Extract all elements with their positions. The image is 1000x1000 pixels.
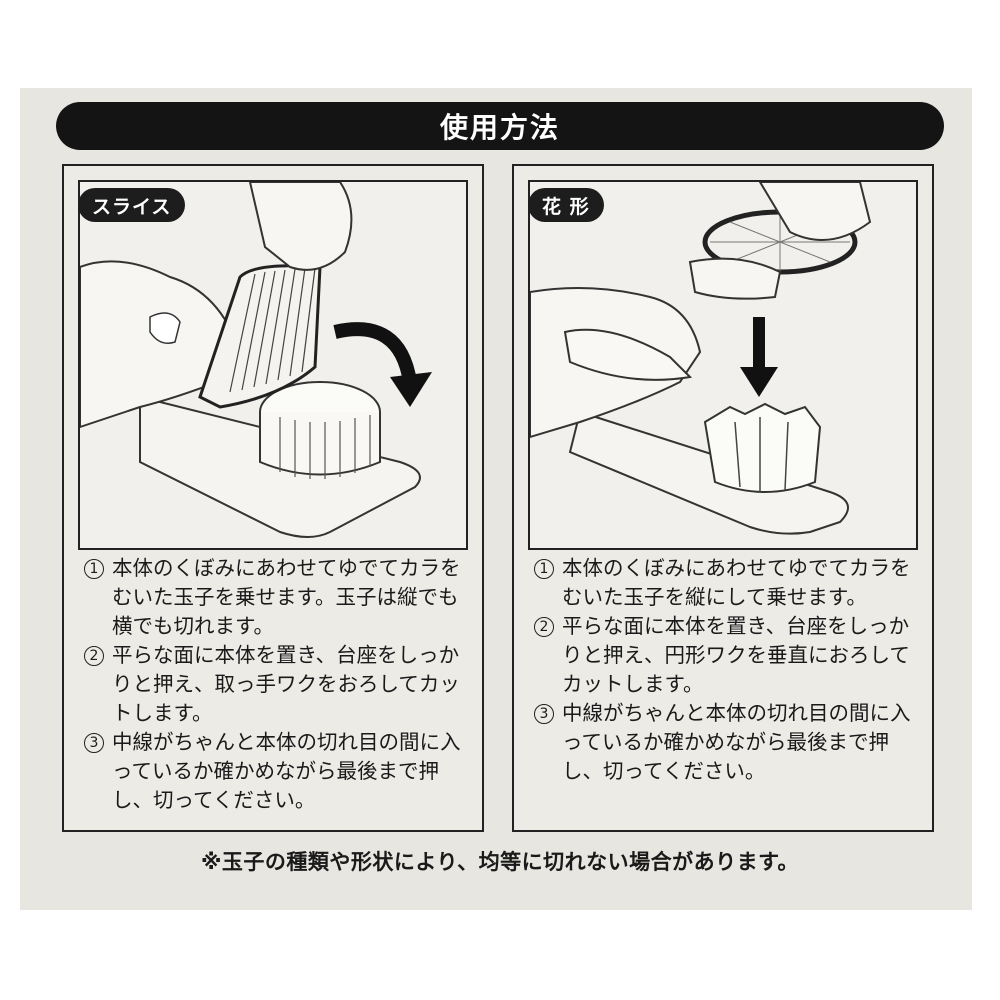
step-3: 3 中線がちゃんと本体の切れ目の間に入っているか確かめながら最後まで押し、切って… (78, 728, 474, 815)
step-text: 中線がちゃんと本体の切れ目の間に入っているか確かめながら最後まで押し、切ってくだ… (112, 730, 461, 812)
tag-slice: スライス (78, 188, 186, 222)
step-number: 2 (528, 616, 560, 638)
slice-illustration (78, 180, 468, 550)
tag-flower: 花 形 (528, 188, 604, 222)
panel-slice: スライス 1 本体のくぼみにあわせてゆでてカラをむいた玉子を乗せます。玉子は縦で… (62, 164, 484, 832)
flower-illustration (528, 180, 918, 550)
footer-note: ※玉子の種類や形状により、均等に切れない場合があります。 (200, 850, 800, 874)
step-text: 平らな面に本体を置き、台座をしっかりと押え、円形ワクを垂直におろしてカットします… (562, 614, 910, 696)
step-number: 1 (78, 558, 110, 580)
step-text: 本体のくぼみにあわせてゆでてカラをむいた玉子を縦にして乗せます。 (562, 556, 911, 609)
step-1: 1 本体のくぼみにあわせてゆでてカラをむいた玉子を乗せます。玉子は縦でも横でも切… (78, 554, 474, 641)
steps-slice: 1 本体のくぼみにあわせてゆでてカラをむいた玉子を乗せます。玉子は縦でも横でも切… (78, 554, 474, 815)
panel-flower: 花 形 1 本体のくぼみにあわせてゆでてカラをむいた玉子を縦にして乗せます。 2… (512, 164, 934, 832)
step-number: 3 (528, 703, 560, 725)
step-text: 中線がちゃんと本体の切れ目の間に入っているか確かめながら最後まで押し、切ってくだ… (562, 701, 911, 783)
flower-drawing (530, 182, 872, 535)
step-2: 2 平らな面に本体を置き、台座をしっかりと押え、取っ手ワクをおろしてカットします… (78, 641, 474, 728)
step-number: 2 (78, 645, 110, 667)
step-3: 3 中線がちゃんと本体の切れ目の間に入っているか確かめながら最後まで押し、切って… (528, 699, 924, 786)
step-2: 2 平らな面に本体を置き、台座をしっかりと押え、円形ワクを垂直におろしてカットし… (528, 612, 924, 699)
step-text: 平らな面に本体を置き、台座をしっかりと押え、取っ手ワクをおろしてカットします。 (112, 643, 460, 725)
slice-drawing (80, 182, 432, 538)
step-number: 1 (528, 558, 560, 580)
step-1: 1 本体のくぼみにあわせてゆでてカラをむいた玉子を縦にして乗せます。 (528, 554, 924, 612)
page-title: 使用方法 (56, 102, 944, 150)
steps-flower: 1 本体のくぼみにあわせてゆでてカラをむいた玉子を縦にして乗せます。 2 平らな… (528, 554, 924, 786)
step-text: 本体のくぼみにあわせてゆでてカラをむいた玉子を乗せます。玉子は縦でも横でも切れま… (112, 556, 461, 638)
step-number: 3 (78, 732, 110, 754)
